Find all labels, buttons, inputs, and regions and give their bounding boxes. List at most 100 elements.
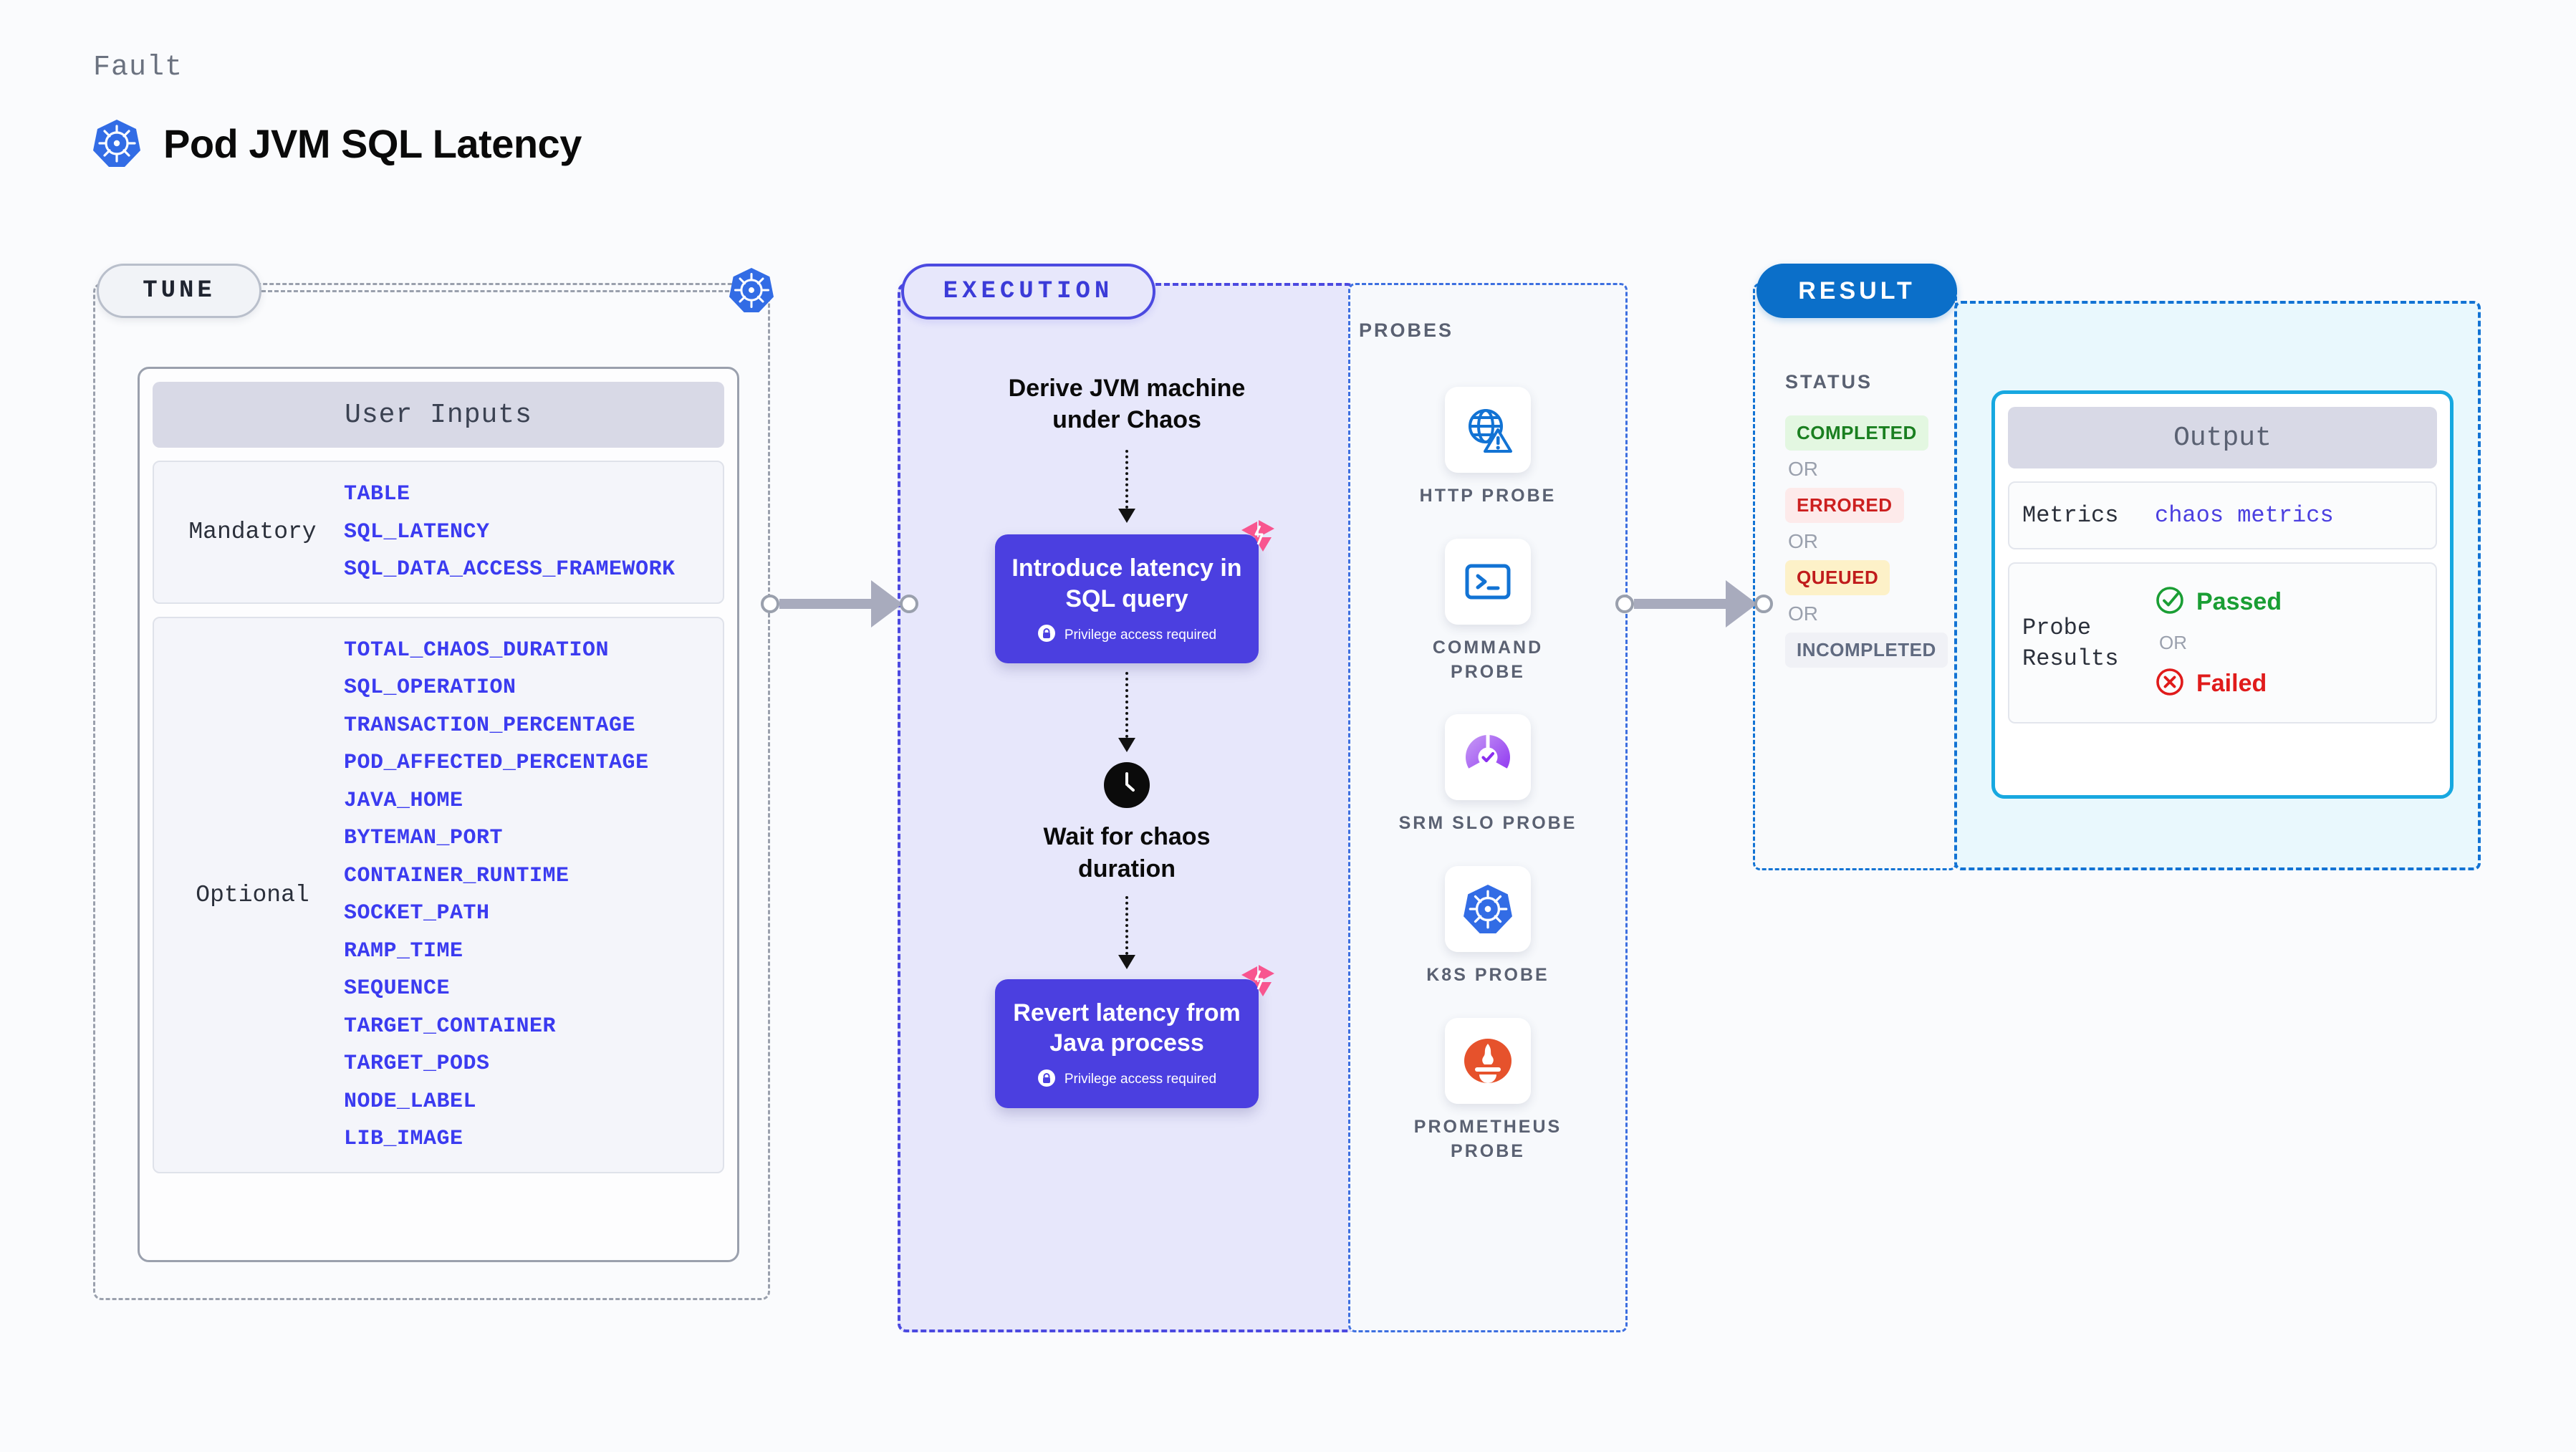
- group-label-optional: Optional: [196, 881, 309, 908]
- output-key-probe-results: Probe Results: [2022, 614, 2119, 672]
- connector-dot: [900, 595, 918, 613]
- user-inputs-card: User Inputs Mandatory TABLE SQL_LATENCY …: [138, 367, 739, 1262]
- probe-label: SRM SLO PROBE: [1398, 813, 1577, 834]
- connector-execution-result: [1615, 580, 1773, 628]
- param-item[interactable]: SQL_DATA_ACCESS_FRAMEWORK: [344, 557, 676, 582]
- execution-pill[interactable]: EXECUTION: [901, 264, 1155, 319]
- terminal-icon: [1465, 564, 1511, 600]
- connector-bar: [1634, 599, 1727, 609]
- param-item[interactable]: TABLE: [344, 482, 410, 506]
- probe-result-stack: Passed OR Failed: [2155, 585, 2282, 701]
- page-title-text: Pod JVM SQL Latency: [163, 120, 582, 166]
- tune-panel: [93, 283, 770, 1300]
- flow-arrow: [1118, 450, 1135, 524]
- output-value-metrics[interactable]: chaos metrics: [2155, 502, 2334, 529]
- execution-card-title: Revert latency from Java process: [1013, 999, 1241, 1057]
- kubernetes-icon: [1464, 885, 1512, 933]
- param-group-optional: Optional TOTAL_CHAOS_DURATION SQL_OPERAT…: [153, 616, 724, 1173]
- output-header: Output: [2008, 407, 2437, 468]
- flow-arrow: [1118, 895, 1135, 969]
- probe-tile: [1445, 538, 1531, 625]
- probe-result-passed-label: Passed: [2196, 588, 2282, 616]
- fault-kicker: Fault: [93, 52, 183, 84]
- param-item[interactable]: SQL_LATENCY: [344, 519, 490, 544]
- status-badge-completed: COMPLETED: [1785, 415, 1928, 451]
- lock-icon: [1037, 1069, 1056, 1091]
- param-item[interactable]: NODE_LABEL: [344, 1089, 477, 1114]
- flow-arrow: [1118, 672, 1135, 753]
- param-item[interactable]: SQL_OPERATION: [344, 675, 516, 700]
- status-badge-queued: QUEUED: [1785, 560, 1890, 595]
- execution-step-wait: Wait for chaos duration: [1043, 823, 1211, 883]
- connector-arrowhead: [1726, 580, 1757, 628]
- output-row-probe-results: Probe Results Passed OR: [2008, 562, 2437, 724]
- execution-card-revert-latency[interactable]: Revert latency from Java process Privile…: [995, 964, 1274, 1108]
- group-label-mandatory: Mandatory: [188, 519, 317, 546]
- param-list-mandatory: TABLE SQL_LATENCY SQL_DATA_ACCESS_FRAMEW…: [344, 478, 676, 587]
- output-title: Output: [2173, 422, 2272, 453]
- probe-list: HTTP PROBE COMMAND PROBE: [1348, 387, 1628, 1163]
- param-item[interactable]: RAMP_TIME: [344, 938, 463, 963]
- probe-label: HTTP PROBE: [1419, 486, 1557, 506]
- probes-title: PROBES: [1359, 319, 1454, 341]
- param-item[interactable]: TRANSACTION_PERCENTAGE: [344, 713, 636, 738]
- privilege-note: Privilege access required: [1037, 624, 1216, 646]
- probe-tile: [1445, 387, 1531, 473]
- param-item[interactable]: JAVA_HOME: [344, 788, 463, 813]
- kubernetes-icon: [93, 118, 140, 168]
- probe-item-prometheus[interactable]: PROMETHEUS PROBE: [1395, 1017, 1581, 1164]
- x-circle-icon: [2155, 667, 2185, 701]
- param-item[interactable]: CONTAINER_RUNTIME: [344, 863, 569, 888]
- param-item[interactable]: TARGET_CONTAINER: [344, 1014, 557, 1039]
- chaos-badge-icon: [1239, 962, 1277, 1001]
- or-separator: OR: [2159, 632, 2187, 654]
- param-item[interactable]: TOTAL_CHAOS_DURATION: [344, 638, 610, 663]
- param-item[interactable]: SEQUENCE: [344, 976, 451, 1001]
- connector-dot: [1754, 595, 1773, 613]
- connector-dot: [1615, 595, 1634, 613]
- param-item[interactable]: SOCKET_PATH: [344, 901, 490, 925]
- slo-gauge-check-icon: [1466, 734, 1510, 783]
- or-separator: OR: [1788, 530, 1818, 552]
- user-inputs-header: User Inputs: [153, 382, 724, 448]
- status-badge-incompleted: INCOMPLETED: [1785, 633, 1948, 668]
- output-row-metrics: Metrics chaos metrics: [2008, 481, 2437, 550]
- param-item[interactable]: POD_AFFECTED_PERCENTAGE: [344, 751, 649, 775]
- param-item[interactable]: TARGET_PODS: [344, 1052, 490, 1076]
- chaos-badge-icon: [1239, 517, 1277, 557]
- param-list-optional: TOTAL_CHAOS_DURATION SQL_OPERATION TRANS…: [344, 634, 649, 1156]
- result-pill[interactable]: RESULT: [1756, 264, 1957, 318]
- output-key-metrics: Metrics: [2022, 502, 2119, 529]
- connector-bar: [779, 599, 873, 609]
- probe-label: COMMAND PROBE: [1432, 637, 1544, 682]
- tune-kubernetes-icon: [729, 266, 774, 317]
- privilege-note-label: Privilege access required: [1064, 627, 1217, 643]
- or-separator: OR: [1788, 602, 1818, 625]
- param-item[interactable]: LIB_IMAGE: [344, 1127, 463, 1151]
- tune-pill[interactable]: TUNE: [97, 264, 261, 318]
- param-group-mandatory: Mandatory TABLE SQL_LATENCY SQL_DATA_ACC…: [153, 461, 724, 604]
- param-item[interactable]: BYTEMAN_PORT: [344, 826, 504, 850]
- globe-warning-icon: [1469, 409, 1512, 453]
- probe-item-command[interactable]: COMMAND PROBE: [1395, 538, 1581, 685]
- probe-label: K8S PROBE: [1426, 965, 1549, 985]
- privilege-note: Privilege access required: [1037, 1069, 1216, 1091]
- probe-result-failed-label: Failed: [2196, 670, 2267, 698]
- probe-label: PROMETHEUS PROBE: [1413, 1116, 1562, 1161]
- probe-tile: [1445, 866, 1531, 952]
- probe-item-k8s[interactable]: K8S PROBE: [1395, 866, 1581, 988]
- execution-card-introduce-latency[interactable]: Introduce latency in SQL query Privilege…: [995, 520, 1274, 664]
- output-card: Output Metrics chaos metrics Probe Resul…: [1991, 390, 2454, 799]
- connector-tune-execution: [761, 580, 918, 628]
- connector-dot: [761, 595, 779, 613]
- tune-pill-label: TUNE: [143, 277, 216, 304]
- clock-icon: [1104, 762, 1150, 809]
- page-title: Pod JVM SQL Latency: [93, 118, 582, 168]
- probe-item-srm-slo[interactable]: SRM SLO PROBE: [1395, 714, 1581, 836]
- lock-icon: [1037, 624, 1056, 646]
- result-pill-label: RESULT: [1798, 277, 1916, 304]
- execution-pill-label: EXECUTION: [943, 278, 1114, 305]
- probe-item-http[interactable]: HTTP PROBE: [1395, 387, 1581, 509]
- probe-tile: [1445, 1017, 1531, 1104]
